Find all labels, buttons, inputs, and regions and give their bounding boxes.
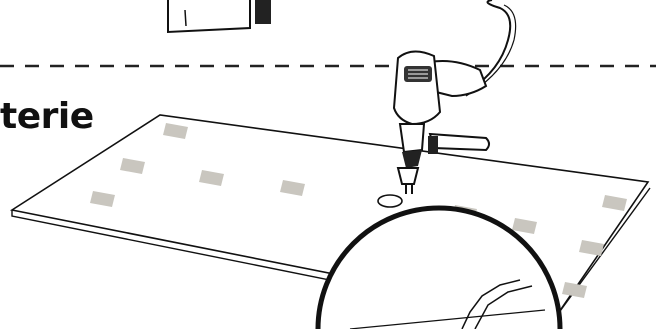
drilled-hole-icon [377,194,403,208]
adhesive-pad-icon [163,123,188,139]
adhesive-pad-icon [199,170,224,186]
adhesive-pad-icon [579,240,604,256]
magnifier-circle-icon [315,205,563,329]
adhesive-pad-icon [512,218,537,234]
adhesive-pad-icon [90,191,115,207]
adhesive-pad-icon [562,282,587,298]
power-drill-icon [392,0,517,194]
board-edge-block [255,0,271,24]
adhesive-pad-icon [602,195,627,211]
adhesive-pad-icon [120,158,145,174]
top-board-fragment [167,0,271,34]
adhesive-pad-icon [280,180,305,196]
section-heading: terie [0,96,94,137]
